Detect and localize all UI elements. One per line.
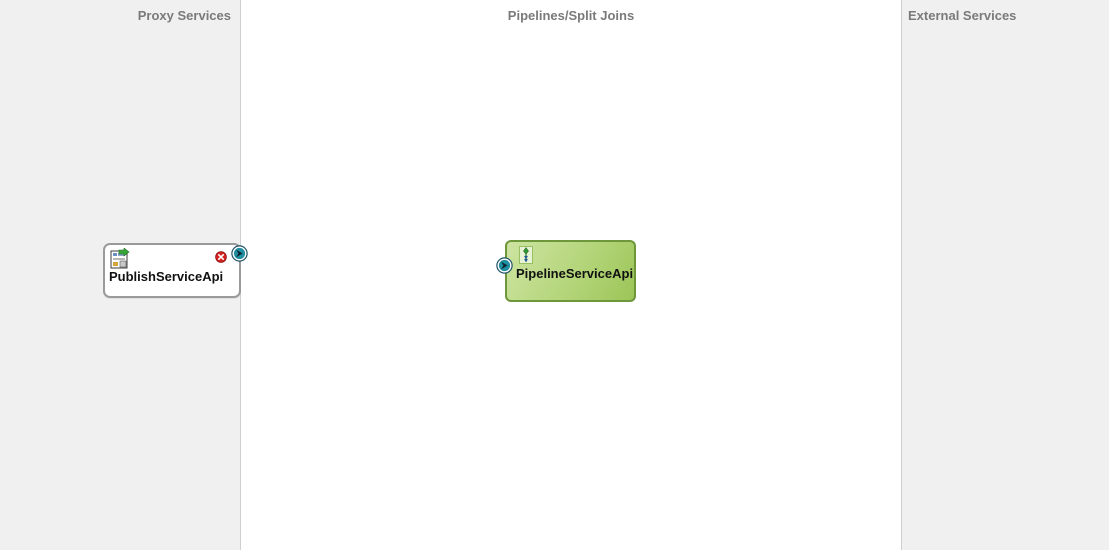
- pipeline-port-icon[interactable]: [496, 257, 513, 274]
- proxy-service-icon: [110, 248, 130, 269]
- error-icon: [215, 251, 227, 263]
- proxy-services-lane-title: Proxy Services: [137, 8, 231, 23]
- proxy-service-port-icon[interactable]: [231, 245, 248, 262]
- pipeline-node[interactable]: PipelineServiceApi: [505, 240, 636, 302]
- external-services-lane: External Services: [901, 0, 1109, 550]
- pipeline-label: PipelineServiceApi: [516, 266, 634, 281]
- pipeline-icon: [519, 246, 533, 264]
- proxy-service-node[interactable]: PublishServiceApi: [103, 243, 241, 298]
- proxy-service-label: PublishServiceApi: [109, 269, 224, 284]
- pipelines-lane-title: Pipelines/Split Joins: [507, 8, 635, 23]
- external-services-lane-title: External Services: [908, 8, 1017, 23]
